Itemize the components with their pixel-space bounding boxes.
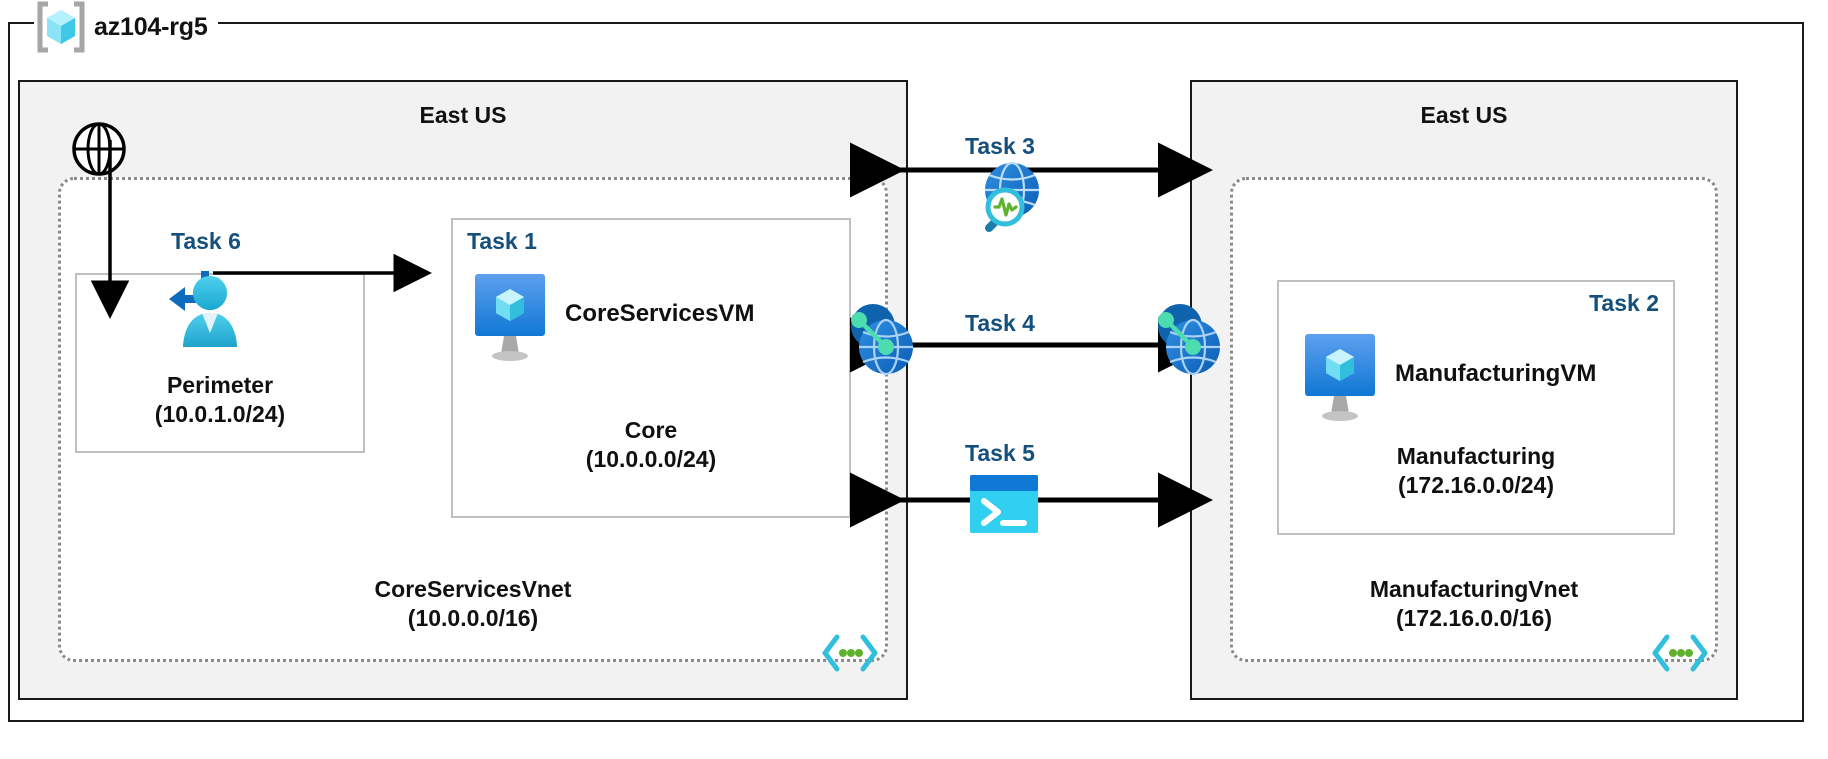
perimeter-subnet-cidr: (10.0.1.0/24) xyxy=(154,400,286,427)
vnet-manufacturing: Task 2 xyxy=(1230,177,1718,672)
task-5-label: Task 5 xyxy=(965,440,1035,466)
vnet-coreservices: Perimeter (10.0.1.0/24) Task 6 Task 1 xyxy=(58,177,888,672)
coreservices-vnet-caption: CoreServicesVnet (10.0.0.0/16) xyxy=(61,575,885,633)
region-east-us-left: East US xyxy=(18,80,908,700)
coreservices-vnet-name: CoreServicesVnet xyxy=(374,576,572,603)
region-left-label: East US xyxy=(419,102,507,128)
core-subnet-cidr: (10.0.0.0/24) xyxy=(585,445,717,472)
manufacturing-subnet-cidr: (172.16.0.0/24) xyxy=(1397,471,1554,498)
resource-group-name: az104-rg5 xyxy=(94,12,208,41)
virtual-machine-icon xyxy=(471,272,549,369)
virtual-network-icon xyxy=(1651,633,1709,673)
manufacturing-vnet-name: ManufacturingVnet xyxy=(1369,576,1579,603)
globe-icon xyxy=(70,120,128,183)
cloud-shell-icon xyxy=(968,473,1040,540)
vnet-peering-icon xyxy=(845,302,919,385)
manufacturing-vm-name: ManufacturingVM xyxy=(1395,360,1597,387)
task-4-label: Task 4 xyxy=(965,310,1035,336)
coreservices-vnet-cidr: (10.0.0.0/16) xyxy=(407,605,539,632)
task-1-label: Task 1 xyxy=(467,228,537,254)
manufacturing-vnet-cidr: (172.16.0.0/16) xyxy=(1395,605,1552,632)
network-watcher-icon xyxy=(968,160,1048,241)
region-right-label: East US xyxy=(1420,102,1508,128)
virtual-machine-icon xyxy=(1301,332,1379,429)
subnet-manufacturing: Task 2 xyxy=(1277,280,1675,535)
task-6-label: Task 6 xyxy=(171,228,241,254)
core-subnet-name: Core xyxy=(624,417,678,443)
bastion-user-icon xyxy=(155,265,245,362)
virtual-network-icon xyxy=(821,633,879,673)
task-3-label: Task 3 xyxy=(965,133,1035,159)
resource-group-header: az104-rg5 xyxy=(34,0,218,54)
manufacturing-vnet-caption: ManufacturingVnet (172.16.0.0/16) xyxy=(1233,575,1715,633)
region-east-us-right: East US Task 2 xyxy=(1190,80,1738,700)
subnet-perimeter: Perimeter (10.0.1.0/24) xyxy=(75,271,365,453)
coreservices-vm-name: CoreServicesVM xyxy=(565,300,755,327)
resource-group-icon xyxy=(34,1,88,53)
subnet-core: Task 1 xyxy=(451,218,851,518)
perimeter-subnet-name: Perimeter xyxy=(166,372,274,398)
vnet-peering-icon xyxy=(1152,302,1226,385)
task-2-label: Task 2 xyxy=(1589,290,1659,316)
manufacturing-subnet-name: Manufacturing xyxy=(1396,443,1556,469)
